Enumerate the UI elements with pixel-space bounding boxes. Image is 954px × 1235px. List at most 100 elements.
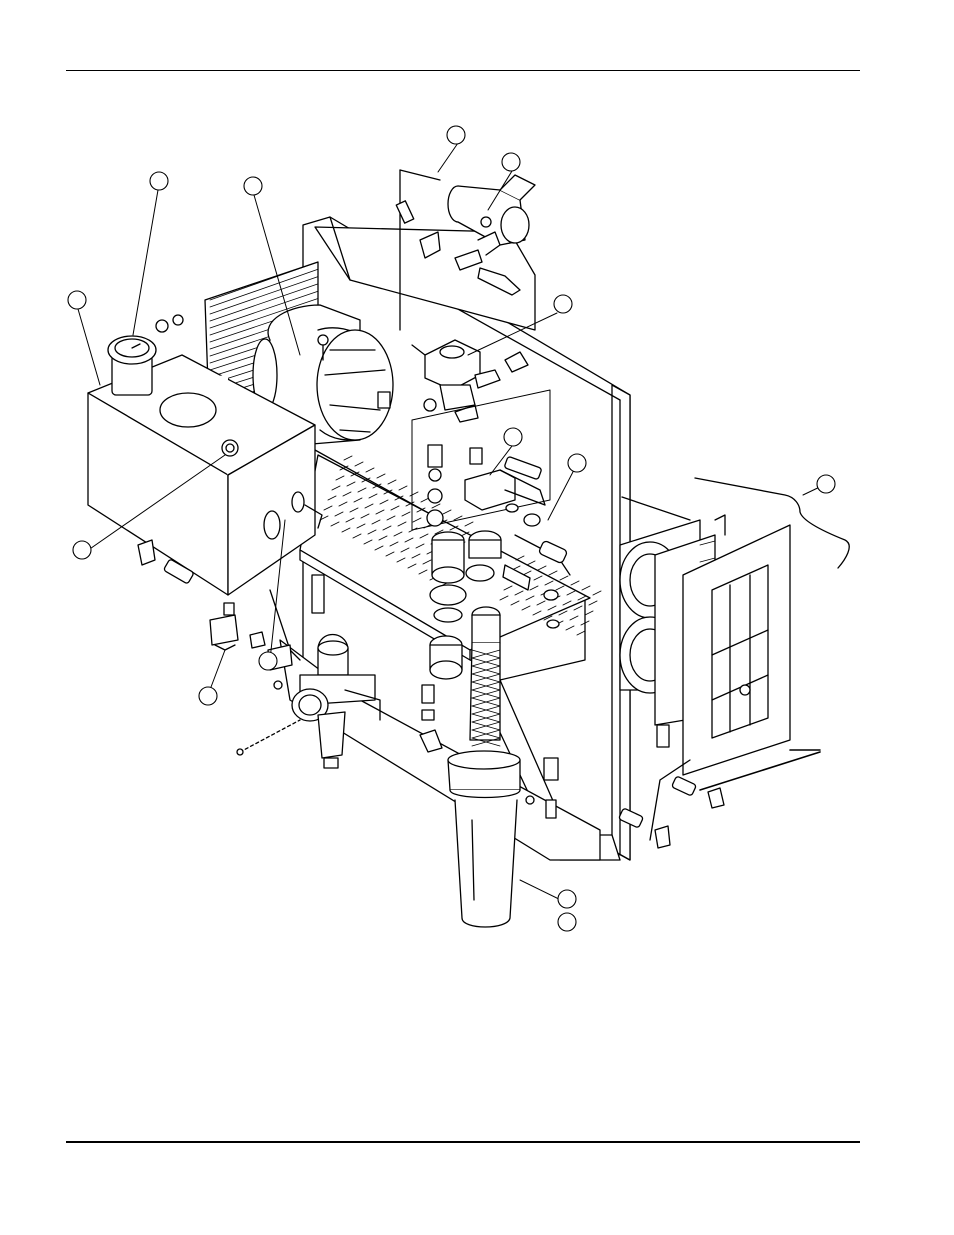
shelf-slot [361, 477, 371, 483]
shelf-slot [422, 559, 432, 565]
hose-braid [471, 665, 501, 675]
shelf-slot [330, 521, 340, 527]
shelf-slot [360, 513, 370, 519]
shelf-slot [411, 553, 421, 559]
shelf-slot [343, 455, 353, 461]
hose-braid [471, 713, 501, 723]
shelf-slot [393, 531, 403, 537]
shelf-slot [510, 600, 520, 606]
callout-circle [503, 427, 523, 447]
shelf-slot [544, 580, 554, 586]
shelf-slot [547, 605, 557, 611]
shelf-slot [339, 465, 349, 471]
shelf-slot [404, 537, 414, 543]
callout-circle [67, 290, 87, 310]
shelf-slot [525, 595, 535, 601]
shelf-slot [357, 487, 367, 493]
shelf-slot [342, 491, 352, 497]
shelf-slot [363, 539, 373, 545]
shelf-slot [386, 515, 396, 521]
shelf-slot [374, 545, 384, 551]
side-fan [619, 496, 726, 748]
shelf-slot [398, 485, 408, 491]
grille-line [209, 298, 319, 336]
shelf-slot [367, 529, 377, 535]
shelf-slot [385, 551, 395, 557]
shelf-slot [464, 521, 474, 527]
callout-circle [567, 453, 587, 473]
shelf-slot [515, 555, 525, 561]
shelf-slot [379, 499, 389, 505]
hose-braid [471, 649, 501, 659]
callout-circle [258, 651, 278, 671]
shelf-slot [396, 557, 406, 563]
shelf-slot [376, 473, 386, 479]
shelf-slot [409, 491, 419, 497]
shelf-slot [401, 511, 411, 517]
shelf-slot [576, 630, 586, 636]
shelf-slot [449, 525, 459, 531]
hose-braid [471, 705, 501, 715]
hose-braid [471, 737, 501, 747]
shelf-slot [335, 475, 345, 481]
fan-fin [699, 540, 716, 546]
shelf-slot [577, 595, 587, 601]
shelf-slot [581, 585, 591, 591]
shelf-slot [569, 615, 579, 621]
shelf-slot [352, 533, 362, 539]
shelf-slot [584, 610, 594, 616]
shelf-slot [416, 507, 426, 513]
callout-circle [557, 889, 577, 909]
top-valve-assembly [395, 169, 536, 331]
grille-line [209, 290, 319, 329]
shelf-slot [382, 525, 392, 531]
hose-braid [471, 721, 501, 731]
grille-line [209, 283, 319, 322]
shelf-slot [514, 590, 524, 596]
leader-lines [77, 142, 827, 904]
shelf-slot [434, 529, 444, 535]
shelf-slot [338, 501, 348, 507]
shelf-slot [442, 509, 452, 515]
shelf-slot [420, 497, 430, 503]
shelf-slot [555, 585, 565, 591]
shelf-slot [548, 570, 558, 576]
shelf-slot [400, 547, 410, 553]
callout-circle [557, 912, 577, 932]
shelf-slot [558, 610, 568, 616]
shelf-slot [592, 590, 602, 596]
header-rule [66, 70, 860, 71]
shelf-slot [565, 625, 575, 631]
shelf-slot [364, 503, 374, 509]
shelf-slot [418, 569, 428, 575]
shelf-slot [378, 535, 388, 541]
left-fittings [137, 491, 443, 753]
callout-circle [72, 540, 92, 560]
shelf-slot [419, 533, 429, 539]
hose-fittings [429, 530, 560, 747]
shelf-slot [415, 543, 425, 549]
shelf-slot [372, 483, 382, 489]
shelf-slot [394, 495, 404, 501]
shelf-slot [390, 505, 400, 511]
shelf-slot [533, 575, 543, 581]
shelf-slot [353, 497, 363, 503]
air-regulator [236, 633, 381, 769]
grille-line [209, 268, 319, 308]
water-filter [447, 750, 559, 928]
hose-braid [471, 689, 501, 699]
shelf-slot [453, 515, 463, 521]
shelf-slot [356, 523, 366, 529]
shelf-slot [570, 580, 580, 586]
hose-braid [471, 681, 501, 691]
callout-circle [816, 474, 836, 494]
shelf-slot [526, 560, 536, 566]
shelf-slot [559, 575, 569, 581]
hose-braid [471, 657, 501, 667]
group-brace [694, 477, 850, 569]
shelf-slot [499, 595, 509, 601]
shelf-slot [371, 519, 381, 525]
hose-braid [471, 673, 501, 683]
callout-circle [501, 152, 521, 172]
